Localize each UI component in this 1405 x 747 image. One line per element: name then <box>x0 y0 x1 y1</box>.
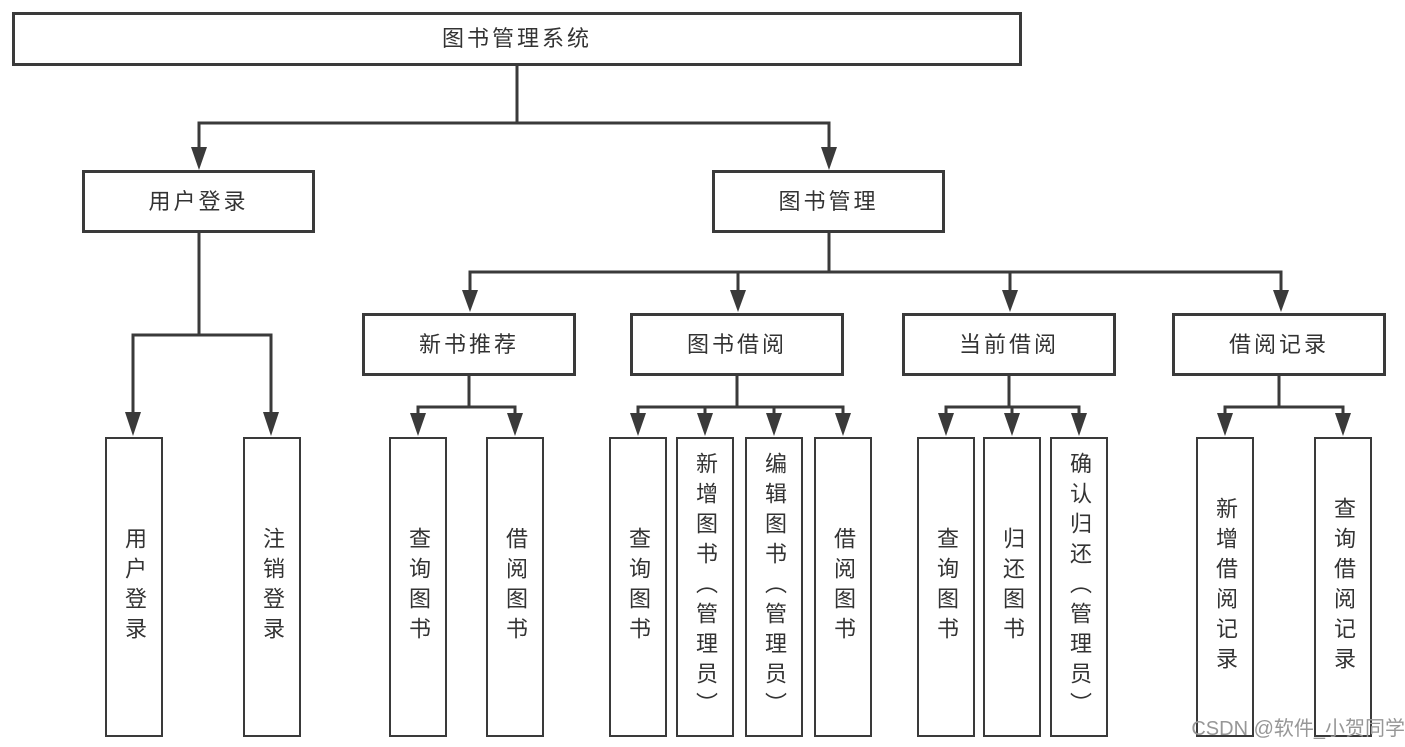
book-management-branch-lines <box>462 233 1289 312</box>
watermark: CSDN @软件_小贺同学 <box>1191 718 1405 740</box>
node-borrow-records: 借阅记录 <box>1172 313 1386 376</box>
leaf-query-book-recommend: 查询图书 <box>389 437 447 737</box>
leaf-add-borrow-record-label: 新增借阅记录 <box>1213 497 1238 677</box>
leaf-confirm-return-admin-label: 确认归还（管理员） <box>1067 452 1092 722</box>
leaf-query-borrow-record: 查询借阅记录 <box>1314 437 1372 737</box>
leaf-logout: 注销登录 <box>243 437 301 737</box>
leaf-query-book-borrow-label: 查询图书 <box>626 527 651 647</box>
leaf-user-login-label: 用户登录 <box>122 527 147 647</box>
leaf-borrow-book-label: 借阅图书 <box>831 527 856 647</box>
node-new-book-recommend: 新书推荐 <box>362 313 576 376</box>
node-root: 图书管理系统 <box>12 12 1022 66</box>
current-borrow-branch-lines <box>938 376 1087 436</box>
leaf-borrow-book: 借阅图书 <box>814 437 872 737</box>
user-login-branch-lines <box>125 233 279 436</box>
node-current-borrow: 当前借阅 <box>902 313 1116 376</box>
leaf-return-book: 归还图书 <box>983 437 1041 737</box>
borrow-records-branch-lines <box>1217 376 1351 436</box>
new-book-branch-lines <box>410 376 523 436</box>
book-borrow-branch-lines <box>630 376 851 436</box>
node-book-borrow: 图书借阅 <box>630 313 844 376</box>
leaf-query-book-recommend-label: 查询图书 <box>406 527 431 647</box>
leaf-borrow-book-recommend-label: 借阅图书 <box>503 527 528 647</box>
leaf-edit-book-admin: 编辑图书（管理员） <box>745 437 803 737</box>
leaf-query-book-current-label: 查询图书 <box>934 527 959 647</box>
node-book-management: 图书管理 <box>712 170 945 233</box>
leaf-add-borrow-record: 新增借阅记录 <box>1196 437 1254 737</box>
leaf-confirm-return-admin: 确认归还（管理员） <box>1050 437 1108 737</box>
leaf-query-book-current: 查询图书 <box>917 437 975 737</box>
leaf-add-book-admin: 新增图书（管理员） <box>676 437 734 737</box>
leaf-user-login: 用户登录 <box>105 437 163 737</box>
leaf-query-book-borrow: 查询图书 <box>609 437 667 737</box>
leaf-edit-book-admin-label: 编辑图书（管理员） <box>762 452 787 722</box>
leaf-add-book-admin-label: 新增图书（管理员） <box>693 452 718 722</box>
leaf-logout-label: 注销登录 <box>260 527 285 647</box>
leaf-borrow-book-recommend: 借阅图书 <box>486 437 544 737</box>
leaf-query-borrow-record-label: 查询借阅记录 <box>1331 497 1356 677</box>
node-user-login: 用户登录 <box>82 170 315 233</box>
root-branch-lines <box>191 66 837 170</box>
leaf-return-book-label: 归还图书 <box>1000 527 1025 647</box>
